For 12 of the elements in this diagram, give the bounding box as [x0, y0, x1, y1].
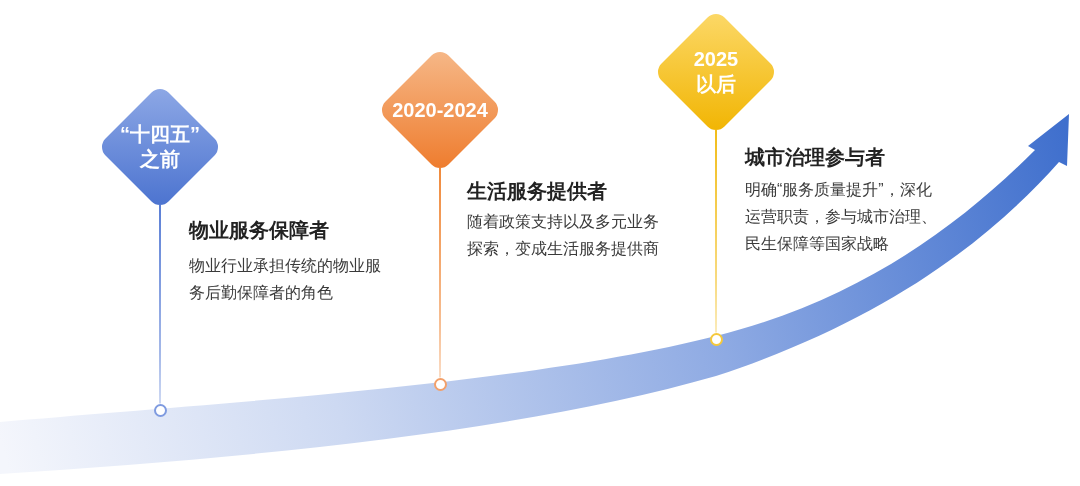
milestone-description: 随着政策支持以及多元业务探索，变成生活服务提供商 — [467, 212, 660, 259]
milestone-title: 城市治理参与者 — [745, 145, 885, 169]
milestone-title: 物业服务保障者 — [189, 218, 329, 242]
milestone-description: 物业行业承担传统的物业服务后勤保障者的角色 — [189, 256, 382, 303]
period-label: 2025以后 — [692, 47, 740, 97]
connector-line — [439, 167, 441, 379]
milestone-description: 明确“服务质量提升”，深化运营职责，参与城市治理、民生保障等国家战略 — [745, 180, 938, 254]
period-label: 2020-2024 — [391, 97, 489, 123]
milestone-title: 生活服务提供者 — [467, 179, 607, 203]
connector-line — [159, 204, 161, 405]
period-label: “十四五”之前 — [119, 122, 201, 172]
connector-line — [715, 129, 717, 334]
